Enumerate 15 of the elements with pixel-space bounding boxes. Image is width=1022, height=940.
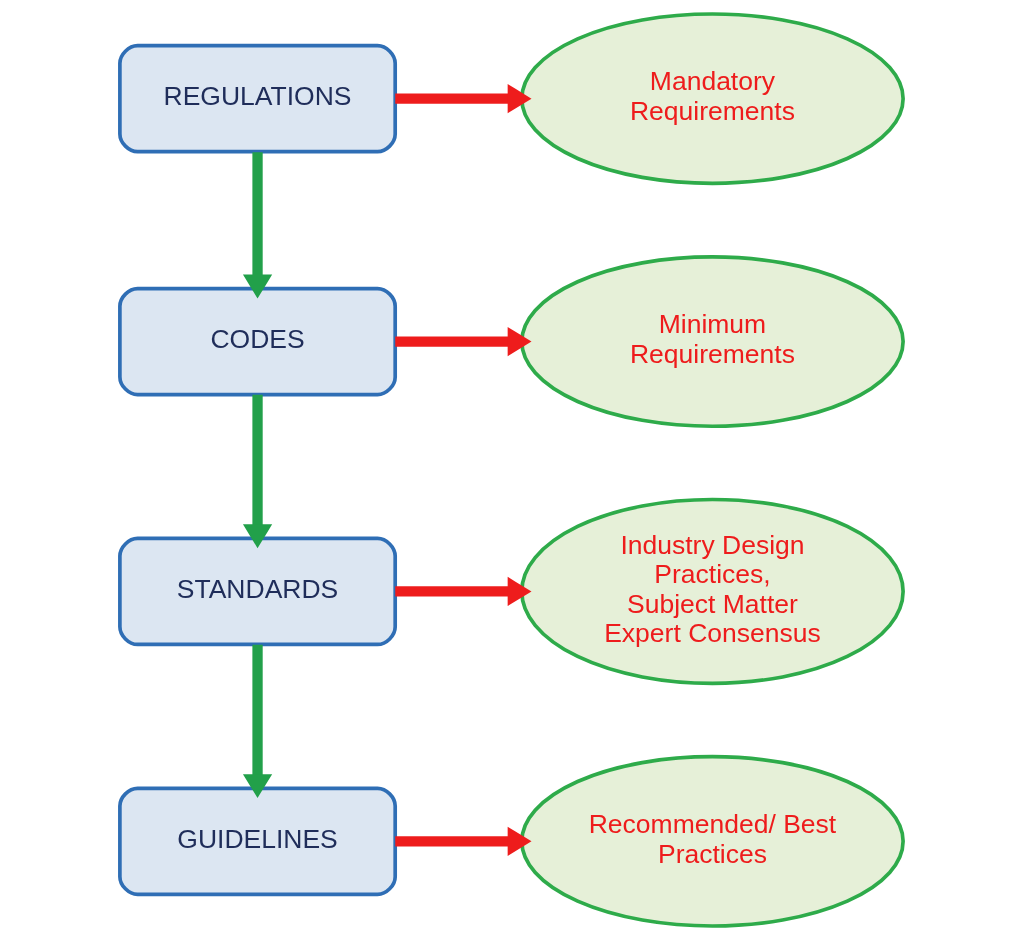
arrow xyxy=(394,326,531,357)
arrow xyxy=(242,394,272,549)
node-box: REGULATIONS xyxy=(117,43,397,154)
arrow xyxy=(242,152,272,299)
arrow xyxy=(394,84,531,114)
node-ellipse: Minimum Requirements xyxy=(519,255,905,429)
arrow xyxy=(242,644,272,799)
arrow xyxy=(394,576,531,607)
node-box: CODES xyxy=(117,286,397,397)
arrow xyxy=(394,826,531,856)
node-box: STANDARDS xyxy=(117,536,397,647)
node-ellipse: Mandatory Requirements xyxy=(519,12,905,186)
node-box: GUIDELINES xyxy=(117,786,397,897)
node-ellipse: Industry Design Practices, Subject Matter Expert Consensus xyxy=(519,497,905,686)
node-ellipse: Recommended/ Best Practices xyxy=(519,754,905,928)
